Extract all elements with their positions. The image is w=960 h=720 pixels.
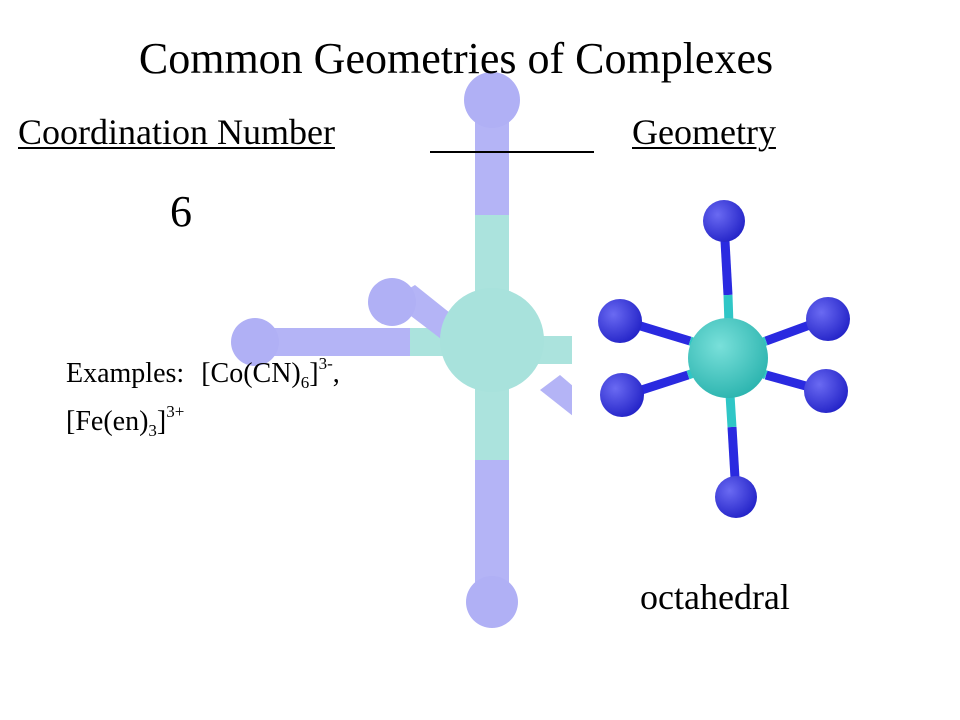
geometry-header: Geometry <box>632 112 776 152</box>
examples-line-1: Examples: [Co(CN)6]3-, <box>66 350 340 398</box>
examples-text: Examples: [Co(CN)6]3-, [Fe(en)3]3+ <box>66 350 340 446</box>
header-underline <box>430 151 594 153</box>
examples-line-2: [Fe(en)3]3+ <box>66 398 340 446</box>
slide-title: Common Geometries of Complexes <box>138 34 774 83</box>
complex-1: [Co(CN)6]3-, <box>201 354 340 392</box>
coordination-number-value: 6 <box>170 187 192 236</box>
octahedral-molecule-icon <box>598 200 850 518</box>
coordination-number-header: Coordination Number <box>18 112 335 152</box>
geometry-name: octahedral <box>640 577 790 617</box>
complex-2: [Fe(en)3]3+ <box>66 402 185 440</box>
examples-label: Examples: <box>66 358 185 389</box>
